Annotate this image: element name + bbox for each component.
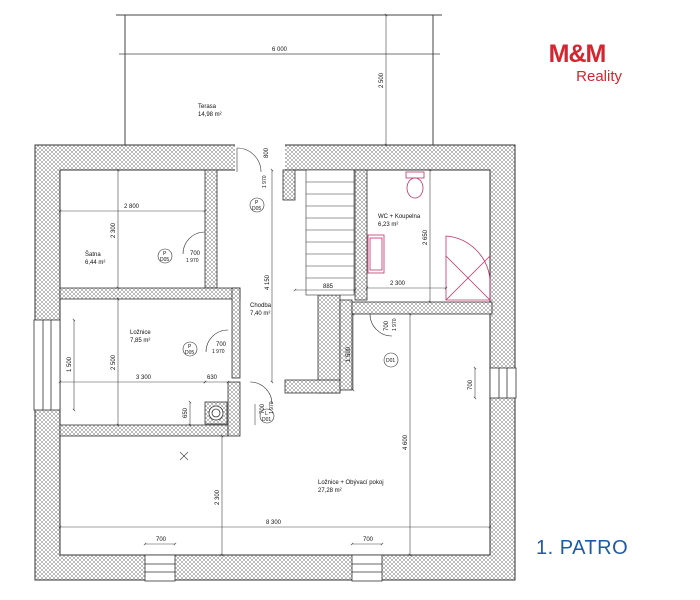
dim-terrace-width: 6 000	[272, 47, 288, 53]
room-chodba-area: 7,40 m²	[250, 311, 270, 317]
floor-label: 1. PATRO	[536, 537, 629, 559]
chimney	[204, 401, 228, 425]
room-loznice-name: Ložnice	[130, 330, 151, 336]
door-tag-code: D05	[252, 206, 261, 212]
room-obyvaci-area: 27,28 m²	[318, 488, 342, 494]
dim-door-700-bed: 700	[216, 342, 227, 348]
door-tag-letter: L	[265, 411, 268, 417]
dim-door-700-bath: 700	[384, 320, 390, 331]
door-swings	[182, 147, 393, 405]
terrace-outline	[116, 14, 442, 145]
dim-door-1970-living: 1 970	[269, 401, 275, 414]
door-tag-code: D05	[185, 350, 194, 356]
logo-main: M&M	[548, 40, 607, 68]
door-tag-letter: P	[255, 200, 259, 206]
dim-window-700-right: 700	[468, 379, 474, 390]
dim-window-700-bottom: 700	[363, 537, 374, 543]
dim-door-1970-satna: 1 970	[186, 258, 199, 264]
dim-bath-width: 2 300	[390, 281, 406, 287]
room-terasa-name: Terasa	[198, 104, 217, 110]
dim-span-885: 885	[323, 284, 334, 290]
dim-door-800: 800	[264, 147, 270, 158]
bathroom-fixtures	[367, 171, 491, 301]
dim-door-700-satna: 700	[190, 251, 201, 257]
dim-span-1500: 1 500	[346, 346, 352, 362]
room-wc-area: 6,23 m²	[378, 222, 398, 228]
dim-living-depth: 4 600	[403, 434, 409, 450]
door-tag-letter: P	[163, 251, 167, 257]
dim-satna-width: 2 800	[124, 204, 140, 210]
dim-stair-length: 4 150	[265, 274, 271, 290]
room-satna-area: 6,44 m²	[85, 260, 105, 266]
dim-door-700-living: 700	[260, 403, 266, 414]
door-tag-code: D01	[386, 358, 395, 364]
dim-span-650: 650	[183, 407, 189, 418]
dim-bed-height: 1 500	[67, 356, 73, 372]
dim-door-1970-bed: 1 970	[212, 349, 225, 355]
dim-door-1970-top: 1 970	[262, 175, 268, 188]
room-loznice-area: 7,85 m²	[130, 338, 150, 344]
room-chodba-name: Chodba	[250, 303, 272, 309]
door-tag-code: D05	[160, 257, 169, 263]
dim-window-700-left: 700	[156, 537, 167, 543]
interior-walls	[59, 169, 493, 437]
room-terasa-area: 14,98 m²	[198, 112, 222, 118]
dim-bed-width: 3 300	[136, 375, 152, 381]
dim-door-1970-bath: 1 970	[392, 318, 398, 331]
door-tag-letter: P	[188, 344, 192, 350]
door-tag-code: D01	[262, 417, 271, 423]
room-satna-name: Šatna	[85, 251, 101, 258]
logo-sub: Reality	[576, 68, 622, 85]
door-tags	[157, 197, 399, 424]
dim-bed-depth: 2 500	[111, 354, 117, 370]
staircase	[305, 169, 355, 296]
dim-span-630: 630	[207, 375, 218, 381]
dim-satna-depth: 2 300	[111, 222, 117, 238]
outer-walls	[34, 144, 516, 581]
dim-terrace-depth: 2 500	[379, 72, 385, 88]
brand-logo: M&M Reality	[532, 40, 622, 90]
dim-living-width: 8 300	[266, 520, 282, 526]
room-obyvaci-name: Ložnice + Obývací pokoj	[318, 480, 384, 486]
dim-hall-depth: 2 300	[215, 489, 221, 505]
dim-bath-depth: 2 650	[423, 229, 429, 245]
dimension-lines	[58, 13, 492, 557]
windows	[33, 319, 517, 582]
room-wc-name: WC + Koupelna	[378, 214, 421, 220]
